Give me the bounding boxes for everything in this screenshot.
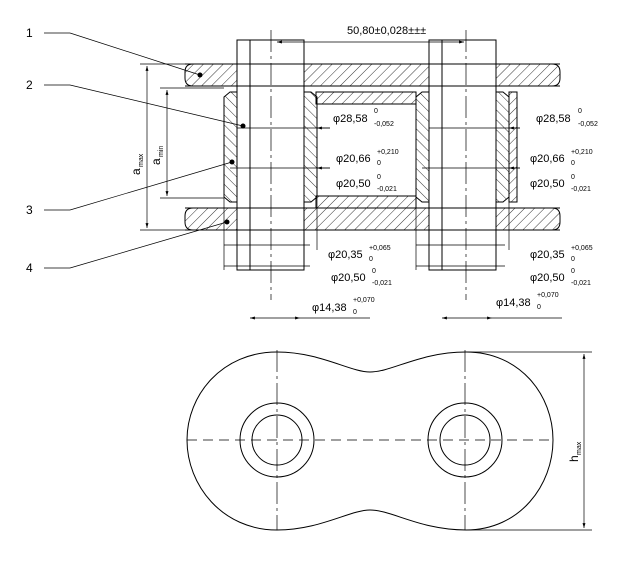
svg-text:min: min — [158, 146, 165, 157]
right-diameter-labels: φ28,58 0 -0,052 φ20,66 +0,210 0 φ20,50 0… — [530, 108, 598, 193]
cross-section-view: 50,80±0,028±±± a max a min 1 2 3 4 — [26, 25, 562, 320]
callout-3: 3 — [26, 203, 33, 217]
svg-text:φ14,38: φ14,38 — [312, 302, 347, 314]
bushing-left — [223, 91, 238, 203]
svg-text:+0,070: +0,070 — [537, 292, 559, 299]
svg-text:-0,052: -0,052 — [578, 121, 598, 128]
inner-plate-top — [315, 91, 417, 105]
a-max-label: a max — [129, 153, 145, 175]
svg-text:0: 0 — [571, 268, 575, 275]
h-max-label: h max — [567, 441, 583, 462]
callout-4: 4 — [26, 261, 33, 275]
svg-text:0: 0 — [353, 309, 357, 316]
svg-text:0: 0 — [377, 160, 381, 167]
svg-text:φ20,66: φ20,66 — [336, 153, 371, 165]
svg-text:-0,021: -0,021 — [372, 280, 392, 287]
bushing-right — [415, 91, 430, 203]
plate-outline — [186, 351, 554, 531]
svg-text:+0,210: +0,210 — [571, 149, 593, 156]
svg-text:max: max — [576, 441, 583, 455]
svg-text:φ20,66: φ20,66 — [530, 153, 565, 165]
svg-text:φ20,50: φ20,50 — [530, 178, 565, 190]
svg-text:φ14,38: φ14,38 — [496, 297, 531, 309]
svg-text:φ20,50: φ20,50 — [331, 272, 366, 284]
svg-text:0: 0 — [578, 108, 582, 115]
svg-text:-0,021: -0,021 — [377, 186, 397, 193]
plan-view: h max — [186, 350, 592, 531]
bottom-right-labels: φ20,35 +0,065 0 φ20,50 0 -0,021 — [530, 245, 593, 287]
pin-diameter-labels: φ14,38 +0,070 0 φ14,38 +0,070 0 — [312, 292, 559, 316]
svg-text:φ20,35: φ20,35 — [328, 249, 363, 261]
svg-text:-0,021: -0,021 — [571, 280, 591, 287]
svg-text:0: 0 — [571, 174, 575, 181]
svg-text:+0,070: +0,070 — [353, 297, 375, 304]
left-diameter-labels: φ28,58 0 -0,052 φ20,66 +0,210 0 φ20,50 0… — [333, 108, 399, 193]
a-min-label: a min — [149, 146, 165, 165]
svg-text:0: 0 — [571, 256, 575, 263]
svg-text:+0,065: +0,065 — [369, 245, 391, 252]
svg-text:-0,021: -0,021 — [571, 186, 591, 193]
svg-text:+0,065: +0,065 — [571, 245, 593, 252]
svg-text:+0,210: +0,210 — [377, 149, 399, 156]
bottom-left-labels: φ20,35 +0,065 0 φ20,50 0 -0,021 — [328, 245, 392, 287]
svg-text:0: 0 — [369, 256, 373, 263]
svg-text:max: max — [138, 153, 145, 167]
svg-text:0: 0 — [377, 174, 381, 181]
pitch-dimension: 50,80±0,028±±± — [347, 25, 426, 37]
svg-text:0: 0 — [537, 304, 541, 311]
svg-text:h: h — [567, 455, 581, 462]
svg-text:φ28,58: φ28,58 — [536, 113, 571, 125]
callout-1: 1 — [26, 26, 33, 40]
svg-text:0: 0 — [571, 160, 575, 167]
svg-text:a: a — [149, 158, 163, 165]
svg-text:0: 0 — [374, 108, 378, 115]
svg-text:-0,052: -0,052 — [374, 121, 394, 128]
svg-text:φ20,35: φ20,35 — [530, 249, 565, 261]
callout-2: 2 — [26, 78, 33, 92]
svg-text:a: a — [129, 168, 143, 175]
svg-text:0: 0 — [372, 268, 376, 275]
svg-text:φ20,50: φ20,50 — [336, 178, 371, 190]
svg-text:φ20,50: φ20,50 — [530, 272, 565, 284]
svg-text:φ28,58: φ28,58 — [333, 113, 368, 125]
